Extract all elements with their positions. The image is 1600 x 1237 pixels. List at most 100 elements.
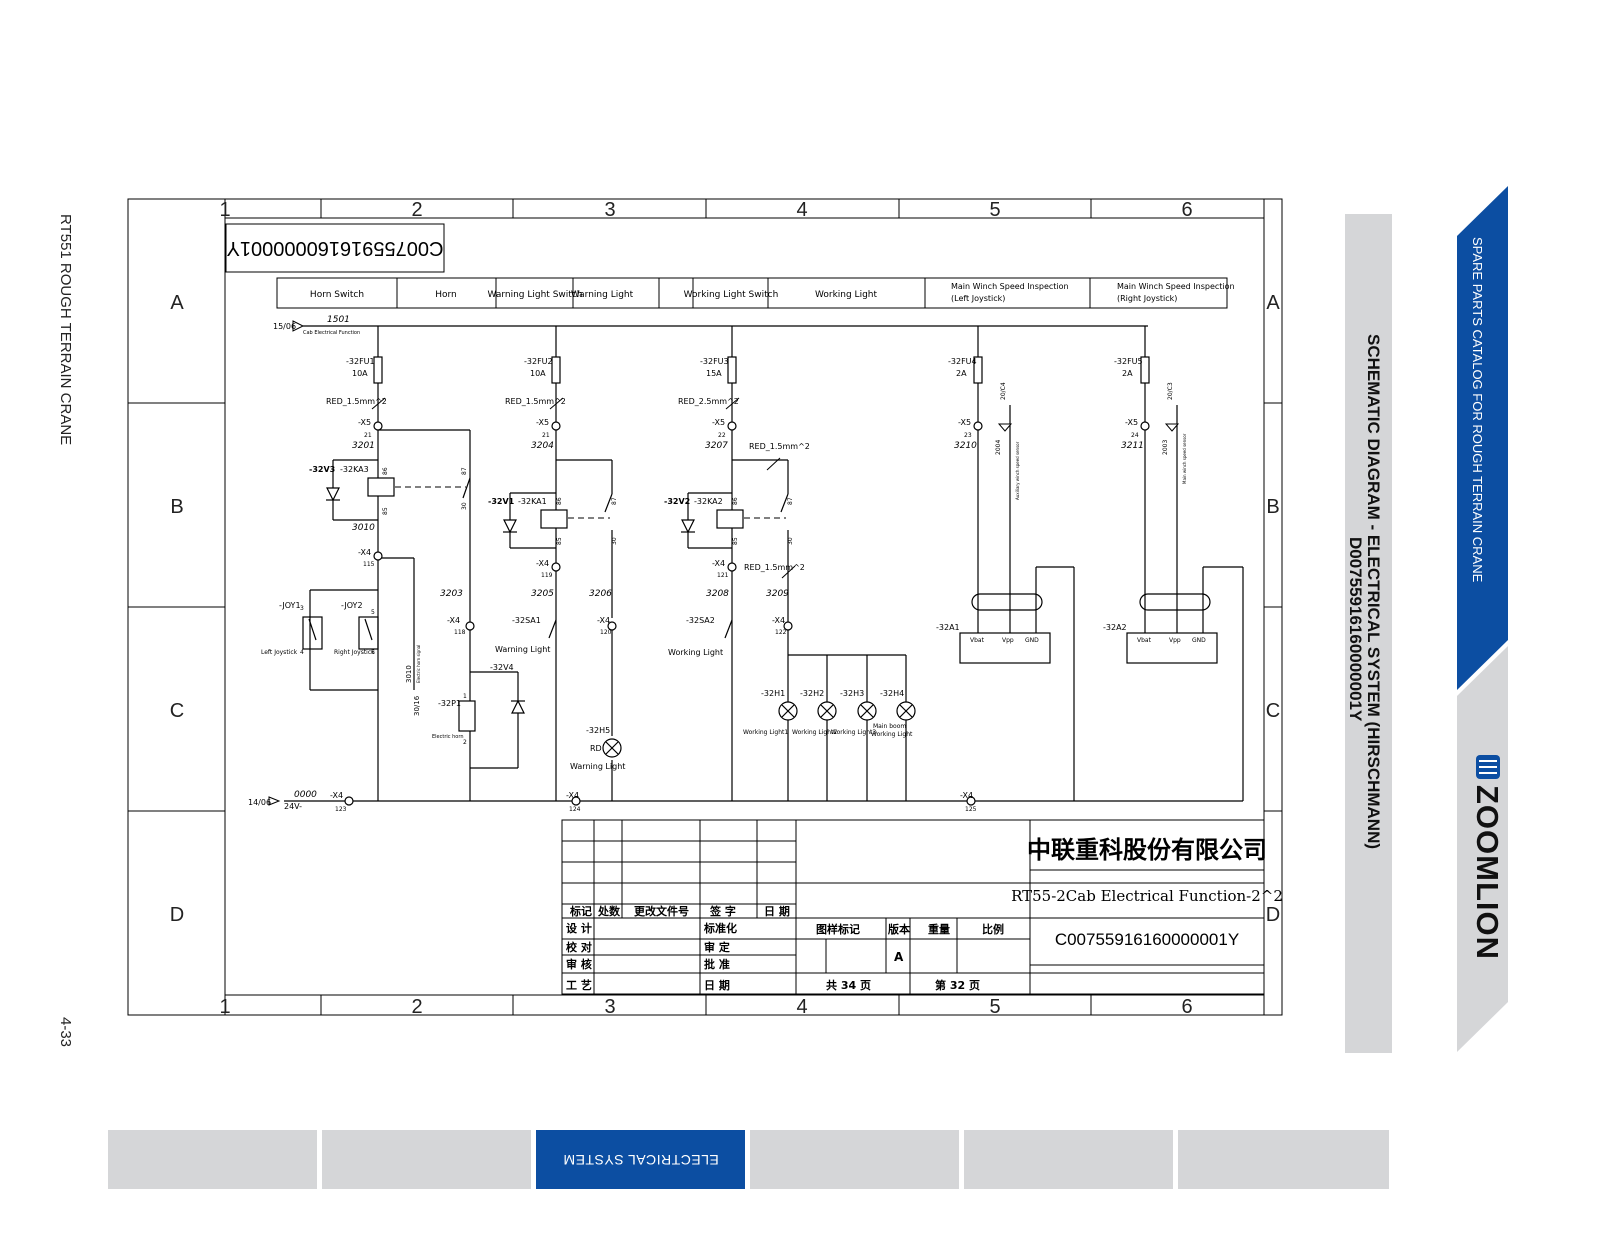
relay-pin-87: 87 bbox=[461, 467, 468, 475]
left-row-label: 审 核 bbox=[566, 957, 592, 971]
label-fu2: -32FU2 bbox=[524, 357, 553, 366]
mid-row-label: 标准化 bbox=[703, 921, 737, 935]
label-warn-light: Warning Light bbox=[495, 645, 550, 654]
header-horn: Horn bbox=[435, 290, 457, 300]
page-number: 4-33 bbox=[57, 1017, 74, 1047]
pin-n1: 1 bbox=[463, 693, 467, 700]
nav-tab-1[interactable] bbox=[108, 1130, 317, 1189]
blue-catalog-ribbon bbox=[1457, 186, 1508, 690]
label-wl1: Working Light1 bbox=[743, 729, 788, 736]
svg-text:RT551 ROUGH TERRAIN CRANE: RT551 ROUGH TERRAIN CRANE bbox=[57, 214, 74, 445]
label-red4: RED_1.5mm^2 bbox=[749, 442, 810, 451]
label-horn: Electric horn bbox=[432, 734, 463, 740]
label-vbat: Vbat bbox=[1137, 637, 1152, 644]
label-t24: 24 bbox=[1131, 432, 1139, 439]
label-x5: -X5 bbox=[536, 418, 549, 427]
header-warning-switch: Warning Light Switch bbox=[488, 290, 583, 300]
label-left-joy: Left Joystick bbox=[261, 649, 298, 656]
drawing-title: RT55-2Cab Electrical Function-2^2 bbox=[1011, 887, 1283, 905]
svg-text:C00755916160000001Y: C00755916160000001Y bbox=[227, 237, 444, 259]
relay-pin-87: 87 bbox=[787, 497, 794, 505]
relay-pin-86: 86 bbox=[732, 497, 739, 505]
mid-row-label: 日 期 bbox=[704, 978, 730, 992]
relay-pin-87: 87 bbox=[611, 497, 618, 505]
rev-header: 日 期 bbox=[764, 904, 790, 918]
brand-name: ZOOMLION bbox=[1470, 785, 1505, 960]
nav-tab-4[interactable] bbox=[750, 1130, 959, 1189]
rev-header: 签 字 bbox=[709, 904, 736, 918]
nav-tab-6[interactable] bbox=[1178, 1130, 1389, 1189]
label-w2003: 2003 bbox=[1162, 440, 1169, 455]
header-right-winch: Main Winch Speed Inspection bbox=[1117, 282, 1235, 291]
label-p1: -32P1 bbox=[438, 699, 461, 708]
label-wl4: Working Light bbox=[871, 731, 913, 738]
label-x4: -X4 bbox=[358, 548, 371, 557]
nav-tab-electrical-system[interactable]: ELECTRICAL SYSTEM bbox=[536, 1130, 745, 1189]
label-t115: 115 bbox=[363, 561, 375, 568]
nav-tab-5[interactable] bbox=[964, 1130, 1173, 1189]
label-gnd: GND bbox=[1025, 637, 1039, 644]
label-x5: -X5 bbox=[712, 418, 725, 427]
label-h4: -32H4 bbox=[880, 689, 904, 698]
label-red5: RED_1.5mm^2 bbox=[744, 563, 805, 572]
label-red1: RED_1.5mm^2 bbox=[326, 397, 387, 406]
feed-arrows bbox=[268, 320, 1180, 806]
label-right-joy: Right Joystick bbox=[334, 649, 375, 656]
label-fu5-a: 2A bbox=[1122, 369, 1133, 378]
label-x4: -X4 bbox=[447, 616, 460, 625]
label-wire-1501: 1501 bbox=[327, 315, 350, 325]
row-label: A bbox=[170, 292, 184, 314]
label-t123: 123 bbox=[335, 806, 347, 813]
header-right-joystick: (Right Joystick) bbox=[1117, 294, 1177, 303]
label-x4: -X4 bbox=[712, 559, 725, 568]
header-horn-switch: Horn Switch bbox=[310, 290, 364, 300]
rev-header: 更改文件号 bbox=[634, 904, 689, 918]
label-joy1: -JOY1 bbox=[279, 601, 301, 610]
label-red2: RED_1.5mm^2 bbox=[505, 397, 566, 406]
label-t119: 119 bbox=[541, 572, 553, 579]
svg-text:ZOOMLION: ZOOMLION bbox=[1470, 785, 1505, 960]
label-w3208: 3208 bbox=[706, 589, 729, 599]
version-value: A bbox=[894, 950, 904, 964]
company-name: 中联重科股份有限公司 bbox=[1027, 836, 1267, 864]
label-main-boom: Main boom bbox=[873, 723, 906, 730]
label-w3016: 30/16 bbox=[413, 695, 421, 716]
info-header: 重量 bbox=[928, 922, 950, 936]
function-header-strip bbox=[276, 277, 1228, 309]
lamp-crosses bbox=[605, 704, 913, 755]
pin-n4: 4 bbox=[300, 649, 304, 656]
label-ka1: -32KA1 bbox=[518, 497, 547, 506]
label-wire-0000: 0000 bbox=[294, 790, 317, 800]
label-w3204: 3204 bbox=[531, 441, 554, 451]
label-c3: 20/C3 bbox=[1167, 382, 1174, 400]
col-label: 1 bbox=[219, 199, 230, 221]
mid-row-label: 批 准 bbox=[704, 957, 730, 971]
relay-pin-85: 85 bbox=[382, 507, 389, 515]
col-label: 6 bbox=[1181, 996, 1192, 1018]
nav-tab-2[interactable] bbox=[322, 1130, 531, 1189]
catalog-title: SPARE PARTS CATALOG FOR ROUGH TERRAIN CR… bbox=[1470, 237, 1485, 583]
header-left-winch: Main Winch Speed Inspection bbox=[951, 282, 1069, 291]
relay-pin-30: 30 bbox=[611, 537, 618, 545]
label-main-sensor: Main winch speed sensor bbox=[1182, 433, 1187, 484]
row-label: D bbox=[170, 904, 184, 926]
left-side-title: RT551 ROUGH TERRAIN CRANE bbox=[57, 214, 74, 445]
nav-tab-label: ELECTRICAL SYSTEM bbox=[562, 1151, 719, 1168]
label-v2: -32V2 bbox=[664, 497, 690, 506]
label-red3: RED_2.5mm^2 bbox=[678, 397, 739, 406]
sheet-number: 第 32 页 bbox=[935, 978, 980, 992]
label-t121: 121 bbox=[717, 572, 729, 579]
label-fu5: -32FU5 bbox=[1114, 357, 1143, 366]
svg-text:D00755916160000001Y: D00755916160000001Y bbox=[1346, 537, 1365, 722]
drawing-code-rotated: C00755916160000001Y bbox=[227, 237, 444, 259]
pin-n6: 6 bbox=[371, 649, 375, 656]
label-v3: -32V3 bbox=[309, 465, 335, 474]
label-work-light: Working Light bbox=[668, 648, 723, 657]
label-w3010v: 3010 bbox=[405, 665, 413, 683]
label-wl3: Working Light3 bbox=[831, 729, 876, 736]
label-feed-desc: Cab Electrical Function bbox=[303, 330, 360, 336]
pin-n2: 2 bbox=[463, 739, 467, 746]
label-w2004: 2004 bbox=[995, 440, 1002, 455]
label-t124: 124 bbox=[569, 806, 581, 813]
